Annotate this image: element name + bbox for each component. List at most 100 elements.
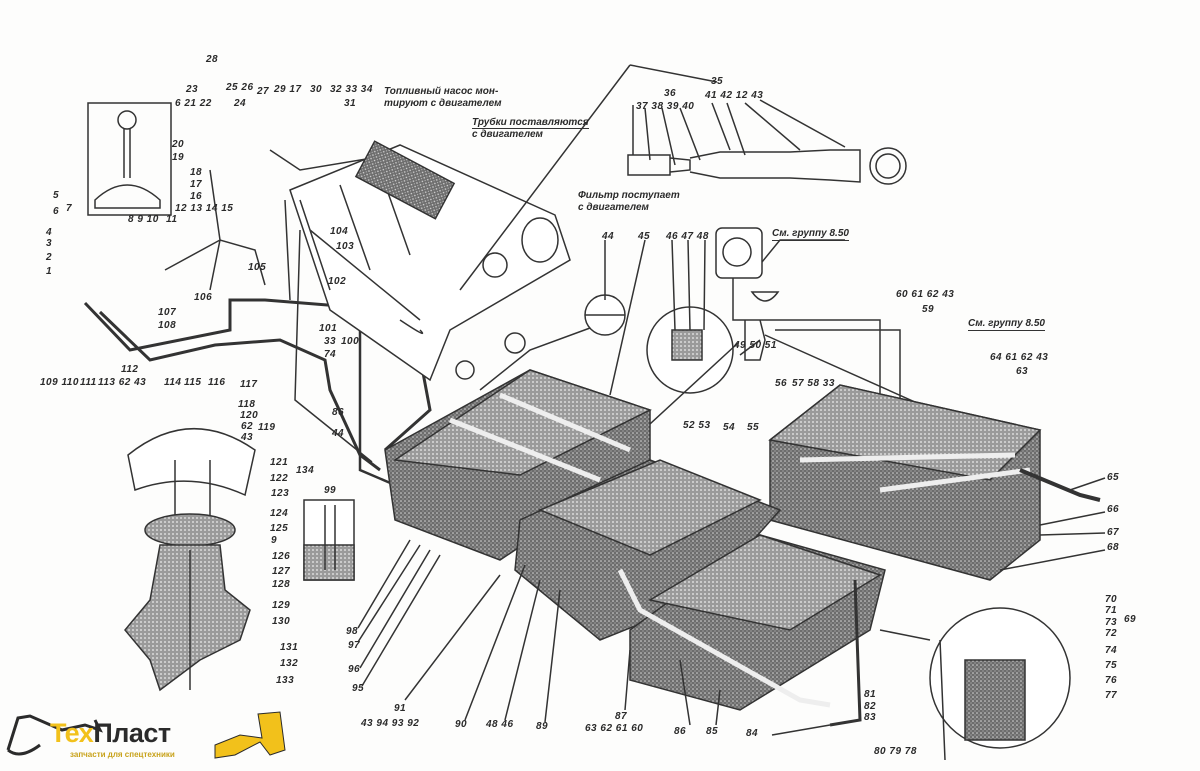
part-label: 46 47 48	[666, 231, 709, 242]
part-label: 52 53	[683, 420, 711, 431]
part-label: 45	[638, 231, 651, 242]
note-see-group-a: См. группу 8.50	[772, 228, 849, 241]
part-label: 100	[341, 336, 360, 347]
part-label: 11	[166, 214, 178, 225]
part-label: 17	[190, 179, 203, 190]
part-label: 48 46	[486, 719, 514, 730]
note-see-group-b: См. группу 8.50	[968, 318, 1045, 331]
part-label: 36	[664, 88, 677, 99]
part-label: 104	[330, 226, 349, 237]
part-label: 90	[455, 719, 468, 730]
part-label: 103	[336, 241, 355, 252]
part-label: 118	[238, 399, 256, 410]
fuel-filter	[521, 217, 559, 263]
part-label: 33	[324, 336, 337, 347]
logo-brand-part: Пласт	[93, 718, 171, 748]
part-label: 112	[121, 364, 139, 375]
logo-brand: ТехПласт	[50, 718, 171, 749]
part-label: 91	[394, 703, 407, 714]
part-label: 109 110	[40, 377, 79, 388]
part-label: 43	[241, 432, 254, 443]
part-label: 102	[328, 276, 347, 287]
part-label: 59	[922, 304, 935, 315]
part-label: 28	[206, 54, 219, 65]
part-label: 84	[746, 728, 759, 739]
part-label: 114	[164, 377, 182, 388]
part-label: 86	[332, 407, 345, 418]
part-label: 74	[1105, 645, 1118, 656]
filter-assembly	[124, 427, 256, 692]
part-label: 16	[190, 191, 203, 202]
note-line: с двигателем	[472, 129, 543, 140]
techplast-logo: ТехПласт запчасти для спецтехники	[0, 700, 300, 771]
logo-brand-part: Тех	[50, 718, 94, 748]
part-label: 85	[706, 726, 719, 737]
part-label: 9	[271, 535, 278, 546]
fuel-tank-rear-right	[768, 384, 1101, 581]
note-line: Фильтр поступает	[578, 190, 680, 201]
part-label: 32 33 34	[330, 84, 373, 95]
part-label: 97	[348, 640, 361, 651]
part-label: 73	[1105, 617, 1118, 628]
part-label: 3	[46, 238, 53, 249]
part-label: 24	[234, 98, 247, 109]
part-label: 69	[1124, 614, 1137, 625]
part-label: 134	[296, 465, 315, 476]
part-label: 25 26	[226, 82, 254, 93]
part-label: 125	[270, 523, 289, 534]
part-label: 86	[674, 726, 687, 737]
part-label: 82	[864, 701, 877, 712]
part-label: 106	[194, 292, 213, 303]
part-label: 29 17	[274, 84, 302, 95]
part-label: 101	[319, 323, 338, 334]
part-label: 108	[158, 320, 177, 331]
part-label: 71	[1105, 605, 1118, 616]
part-label: 44	[332, 428, 345, 439]
part-label: 129	[272, 600, 291, 611]
part-label: 70	[1105, 594, 1118, 605]
part-label: 67	[1107, 527, 1120, 538]
fuel-line-detail	[459, 64, 907, 291]
note-line: с двигателем	[578, 202, 649, 213]
part-label: 72	[1105, 628, 1118, 639]
part-label: 99	[324, 485, 337, 496]
part-label: 56	[775, 378, 788, 389]
note-line: тируют с двигателем	[384, 98, 502, 109]
note-line: Топливный насос мон-	[384, 86, 499, 97]
part-label: 80 79 78	[874, 746, 917, 757]
part-label: 89	[536, 721, 549, 732]
excavator-arm-icon	[6, 711, 286, 759]
part-label: 43 94 93 92	[361, 718, 420, 729]
part-label: 66	[1107, 504, 1120, 515]
part-label: 122	[270, 473, 289, 484]
part-label: 8 9 10	[128, 214, 159, 225]
part-label: 63 62 61 60	[585, 723, 644, 734]
part-label: 68	[1107, 542, 1120, 553]
part-label: 116	[208, 377, 226, 388]
part-label: 19	[172, 152, 185, 163]
part-label: 81	[864, 689, 877, 700]
part-label: 27	[257, 86, 270, 97]
part-label: 107	[158, 307, 177, 318]
part-label: 6 21 22	[175, 98, 212, 109]
part-label: 87	[615, 711, 628, 722]
part-label: 117	[240, 379, 258, 390]
part-label: 54	[723, 422, 736, 433]
part-label: 31	[344, 98, 357, 109]
part-label: 131	[280, 642, 299, 653]
part-label: 96	[348, 664, 361, 675]
part-label: 113 62 43	[98, 377, 147, 388]
part-label: 5	[53, 190, 60, 201]
part-label: 63	[1016, 366, 1029, 377]
part-label: 44	[602, 231, 615, 242]
part-label: 76	[1105, 675, 1118, 686]
part-label: 98	[346, 626, 359, 637]
note-fuel-pump: Топливный насос мон-тируют с двигателем	[384, 86, 502, 110]
part-label: 128	[272, 579, 291, 590]
part-label: 74	[324, 349, 337, 360]
part-label: 126	[272, 551, 291, 562]
part-label: 119	[258, 422, 276, 433]
